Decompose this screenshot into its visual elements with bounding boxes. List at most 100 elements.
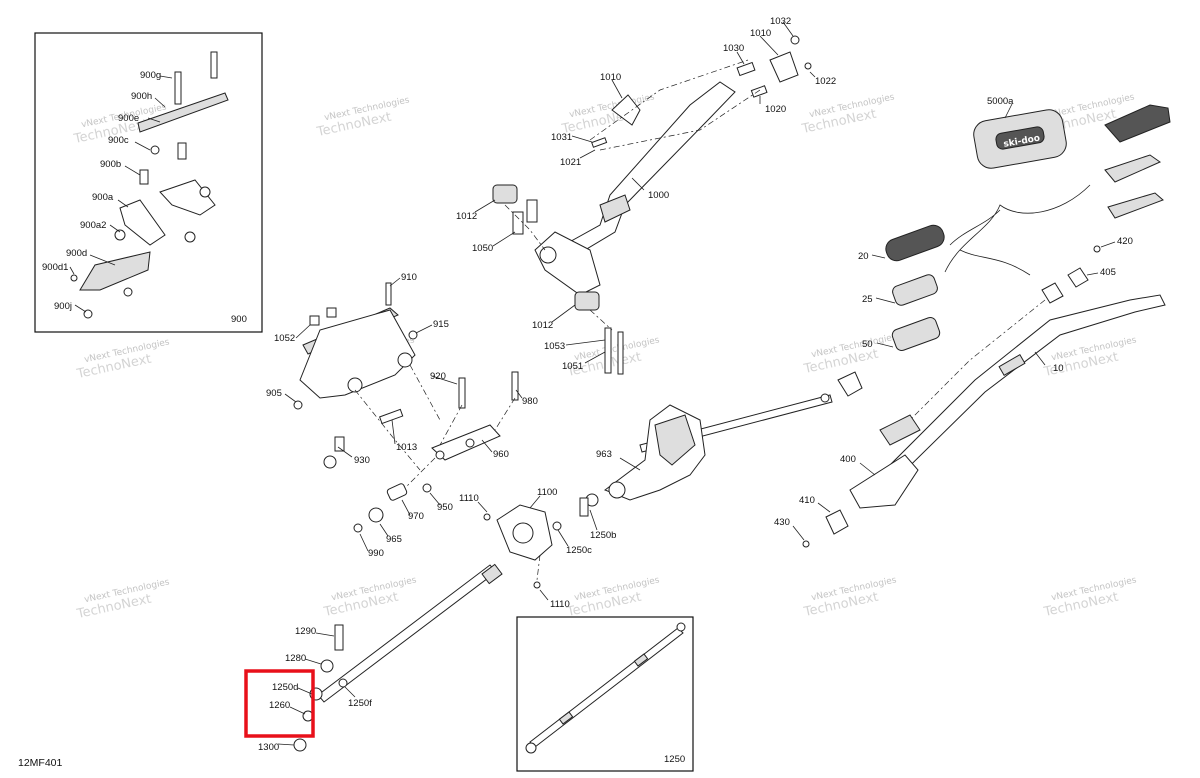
grip-sleeve-part [1107, 192, 1164, 219]
grip-25-part [892, 274, 938, 306]
grip-wiring-part [944, 184, 1091, 276]
callout-1110-bottom[interactable]: 1110 [550, 599, 570, 610]
callout-900e[interactable]: 900e [118, 113, 139, 124]
bolt-part [511, 371, 519, 401]
callout-1290[interactable]: 1290 [295, 626, 316, 637]
callout-5000a[interactable]: 5000a [987, 96, 1014, 107]
callout-900d1[interactable]: 900d1 [42, 262, 68, 273]
callout-900b[interactable]: 900b [100, 159, 121, 170]
callout-1010-top[interactable]: 1010 [750, 28, 771, 39]
callout-900j[interactable]: 900j [54, 301, 72, 312]
washer-part [150, 145, 160, 155]
bolt-part [385, 282, 392, 306]
callout-1012-top[interactable]: 1012 [456, 211, 477, 222]
grip-50-part [891, 316, 941, 352]
clamp-410-part [825, 509, 849, 535]
callout-430[interactable]: 430 [774, 517, 790, 528]
callout-1012-bottom[interactable]: 1012 [532, 320, 553, 331]
callout-900a[interactable]: 900a [92, 192, 114, 203]
callout-1260[interactable]: 1260 [269, 700, 290, 711]
callout-900c[interactable]: 900c [108, 135, 129, 146]
callout-1250d[interactable]: 1250d [272, 682, 298, 693]
callout-900a2[interactable]: 900a2 [80, 220, 106, 231]
callout-965[interactable]: 965 [386, 534, 402, 545]
callout-1051[interactable]: 1051 [562, 361, 583, 372]
bolt-part [458, 377, 466, 409]
bushing-part [397, 352, 413, 368]
callout-420[interactable]: 420 [1117, 236, 1133, 247]
callout-405[interactable]: 405 [1100, 267, 1116, 278]
callout-960[interactable]: 960 [493, 449, 509, 460]
nut-part [309, 315, 320, 326]
hole-part [435, 450, 445, 460]
clamp-405-part [1067, 267, 1089, 288]
callout-1021[interactable]: 1021 [560, 157, 581, 168]
callout-1280[interactable]: 1280 [285, 653, 306, 664]
column-sleeve-part [599, 194, 631, 223]
callout-915[interactable]: 915 [433, 319, 449, 330]
callout-1032[interactable]: 1032 [770, 16, 791, 27]
bracket-part [119, 199, 166, 246]
callout-963[interactable]: 963 [596, 449, 612, 460]
callout-400[interactable]: 400 [840, 454, 856, 465]
callout-980[interactable]: 980 [522, 396, 538, 407]
inset-1250: 1250 [516, 616, 694, 772]
inset-900: 900 900g 900h 900e 900c 900b [34, 32, 263, 333]
rod-end-part [837, 371, 863, 397]
callout-900g[interactable]: 900g [140, 70, 161, 81]
callout-1053[interactable]: 1053 [544, 341, 565, 352]
nut-part [422, 483, 432, 493]
washer-part [552, 521, 562, 531]
callout-970[interactable]: 970 [408, 511, 424, 522]
callout-910[interactable]: 910 [401, 272, 417, 283]
callout-905[interactable]: 905 [266, 388, 282, 399]
callout-1020[interactable]: 1020 [765, 104, 786, 115]
callout-1250f[interactable]: 1250f [348, 698, 372, 709]
inset-900-frame [34, 32, 263, 333]
spacer-part [334, 436, 345, 452]
callout-1000[interactable]: 1000 [648, 190, 669, 201]
callout-10[interactable]: 10 [1053, 363, 1064, 374]
heated-grip-part [1104, 104, 1171, 143]
callout-900h[interactable]: 900h [131, 91, 152, 102]
mount-plate-part [79, 251, 151, 291]
washer-part [408, 330, 418, 340]
hole-part [465, 438, 475, 448]
nut-part [820, 393, 830, 403]
nut-part [323, 455, 337, 469]
nut-part [123, 287, 133, 297]
washer-part [293, 400, 303, 410]
nut-part [790, 35, 800, 45]
clamp-block-part [492, 184, 518, 204]
callout-1110-top[interactable]: 1110 [459, 493, 479, 504]
spacer-part [526, 199, 538, 223]
riser-cap-part [879, 414, 921, 446]
steering-column-assembly: 1032 1010 1030 1022 1010 1020 1031 1021 … [456, 16, 836, 375]
grip-sleeve-part [1104, 154, 1162, 183]
callout-1250c[interactable]: 1250c [566, 545, 592, 556]
callout-1013[interactable]: 1013 [396, 442, 417, 453]
callout-25[interactable]: 25 [862, 294, 873, 305]
callout-950[interactable]: 950 [437, 502, 453, 513]
callout-1050[interactable]: 1050 [472, 243, 493, 254]
callout-1052[interactable]: 1052 [274, 333, 295, 344]
callout-1010-left[interactable]: 1010 [600, 72, 621, 83]
callout-1030[interactable]: 1030 [723, 43, 744, 54]
callout-410[interactable]: 410 [799, 495, 815, 506]
callout-1100[interactable]: 1100 [537, 487, 557, 498]
callout-1031[interactable]: 1031 [551, 132, 572, 143]
callout-20[interactable]: 20 [858, 251, 869, 262]
bolt-1290-part [334, 624, 344, 651]
callout-1250b[interactable]: 1250b [590, 530, 616, 541]
nut-part [353, 523, 363, 533]
inset-1250-frame [516, 616, 694, 772]
callout-990[interactable]: 990 [368, 548, 384, 559]
callout-1022[interactable]: 1022 [815, 76, 836, 87]
callout-1300[interactable]: 1300 [258, 742, 279, 753]
callout-50[interactable]: 50 [862, 339, 873, 350]
callout-930[interactable]: 930 [354, 455, 370, 466]
washer-part [804, 62, 812, 70]
callout-900d[interactable]: 900d [66, 248, 87, 259]
callout-920[interactable]: 920 [430, 371, 446, 382]
